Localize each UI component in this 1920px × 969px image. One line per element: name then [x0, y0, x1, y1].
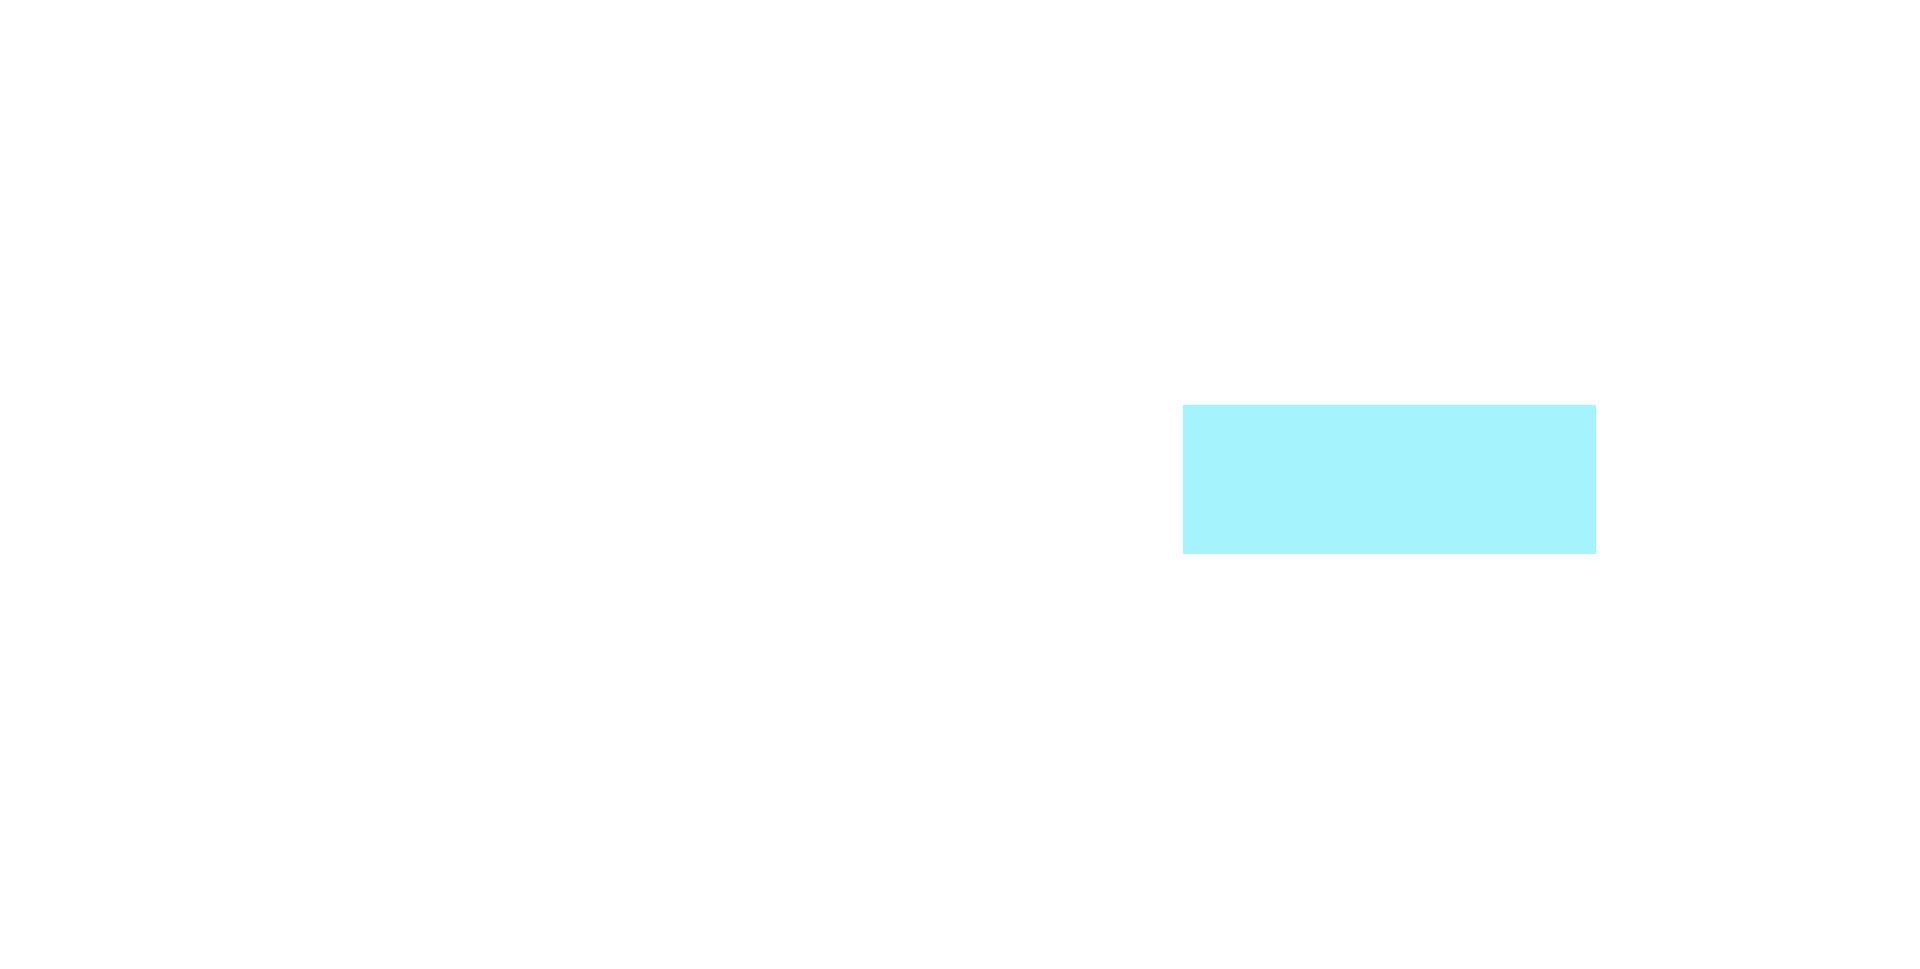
highlight-box — [1183, 405, 1596, 554]
